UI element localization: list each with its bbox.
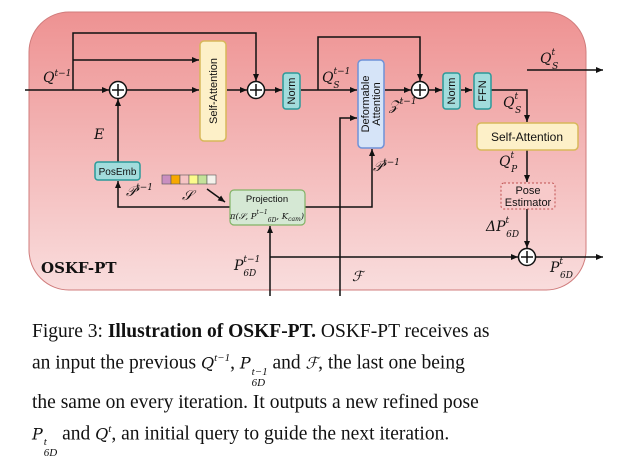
deformable-attention-block: Deformable Attention: [357, 59, 385, 149]
svg-text:Norm: Norm: [286, 78, 298, 105]
svg-text:Self-Attention: Self-Attention: [208, 58, 220, 124]
svg-text:PosEmb: PosEmb: [99, 167, 137, 178]
label-z: 𝒵t−1: [388, 97, 417, 114]
norm-block-1: Norm: [282, 72, 301, 110]
module-panel: [28, 11, 587, 291]
token-cell: [179, 174, 190, 185]
connections: [25, 32, 603, 296]
label-q-prev: Qt−1: [43, 69, 71, 86]
module-title: OSKF-PT: [41, 259, 117, 277]
svg-text:Self-Attention: Self-Attention: [491, 130, 563, 144]
svg-text:Deformable: Deformable: [360, 76, 372, 133]
pose-estimator-block: Pose Estimator: [500, 182, 556, 210]
svg-text:Projection: Projection: [246, 194, 288, 205]
token-strip: [161, 174, 217, 185]
plus-icon: [517, 247, 537, 267]
svg-text:π(𝒮, Pt−16D, Kcam): π(𝒮, Pt−16D, Kcam): [229, 209, 304, 224]
token-cell: [206, 174, 217, 185]
token-cell: [188, 174, 199, 185]
label-f: ℱ: [352, 269, 366, 285]
svg-text:Attention: Attention: [371, 82, 383, 125]
ffn-block: FFN: [473, 72, 492, 110]
label-e: E: [93, 127, 104, 143]
svg-text:Estimator: Estimator: [505, 197, 552, 209]
plus-icon: [246, 80, 266, 100]
plus-icon: [108, 80, 128, 100]
norm-block-2: Norm: [442, 72, 461, 110]
figure-caption: Figure 3: Illustration of OSKF-PT. OSKF-…: [32, 321, 490, 459]
svg-text:FFN: FFN: [477, 80, 489, 101]
pos-emb-block: PosEmb: [94, 161, 141, 181]
oskf-pt-diagram: Self-Attention Norm Deformable Attention…: [25, 11, 603, 296]
svg-text:Norm: Norm: [446, 78, 458, 105]
svg-text:Pose: Pose: [515, 185, 540, 197]
token-cell: [161, 174, 172, 185]
plus-icon: [410, 80, 430, 100]
self-attention-block-2: Self-Attention: [476, 122, 579, 151]
sum-nodes: [108, 80, 537, 267]
self-attention-block-1: Self-Attention: [199, 40, 227, 142]
token-cell: [197, 174, 208, 185]
token-cell: [170, 174, 181, 185]
projection-block: Projection π(𝒮, Pt−16D, Kcam): [229, 189, 306, 226]
